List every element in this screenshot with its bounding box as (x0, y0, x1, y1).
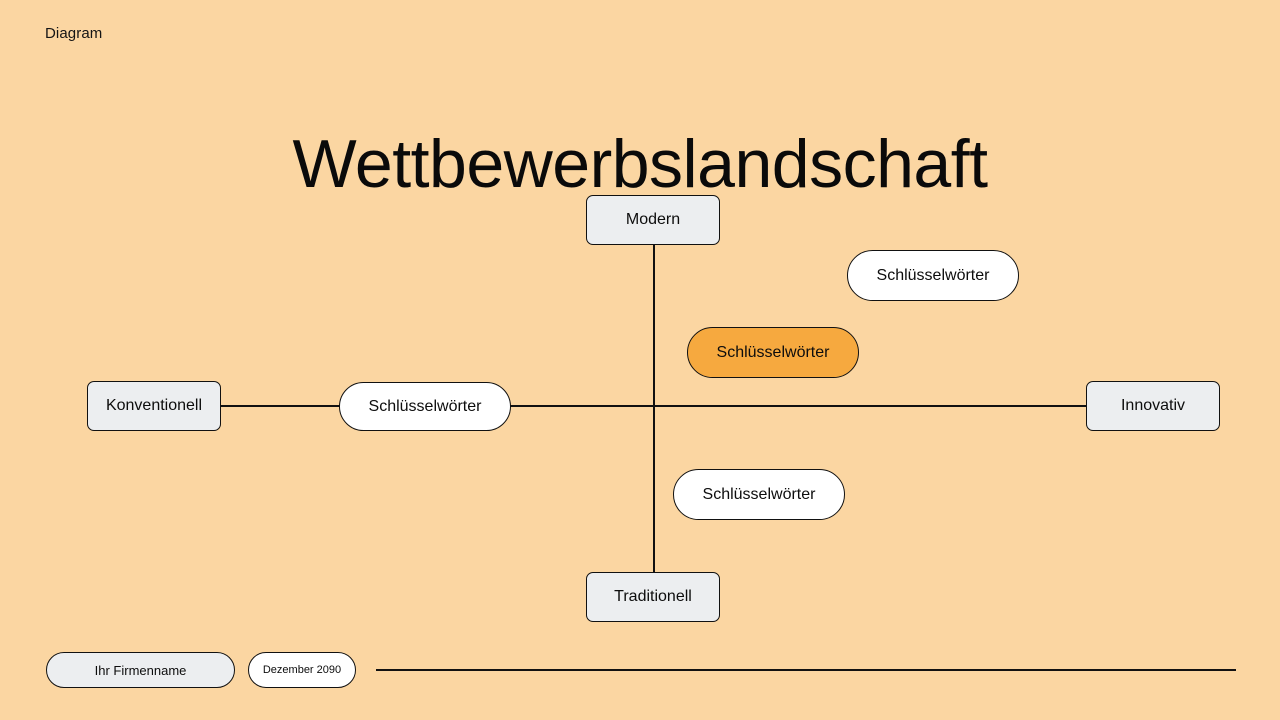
axis-pole-traditionell[interactable]: Traditionell (586, 572, 720, 622)
footer-date[interactable]: Dezember 2090 (248, 652, 356, 688)
footer-company-name[interactable]: Ihr Firmenname (46, 652, 235, 688)
footer-divider-line (376, 669, 1236, 671)
axis-pole-konventionell[interactable]: Konventionell (87, 381, 221, 431)
axis-pole-modern[interactable]: Modern (586, 195, 720, 245)
vertical-axis-line (653, 244, 655, 573)
keyword-pill-left[interactable]: Schlüsselwörter (339, 382, 511, 431)
slide-kicker-label: Diagram (45, 25, 103, 42)
axis-pole-innovativ[interactable]: Innovativ (1086, 381, 1220, 431)
keyword-pill-highlighted[interactable]: Schlüsselwörter (687, 327, 859, 378)
keyword-pill-upper-right[interactable]: Schlüsselwörter (847, 250, 1019, 301)
keyword-pill-lower[interactable]: Schlüsselwörter (673, 469, 845, 520)
page-title: Wettbewerbslandschaft (292, 125, 988, 202)
